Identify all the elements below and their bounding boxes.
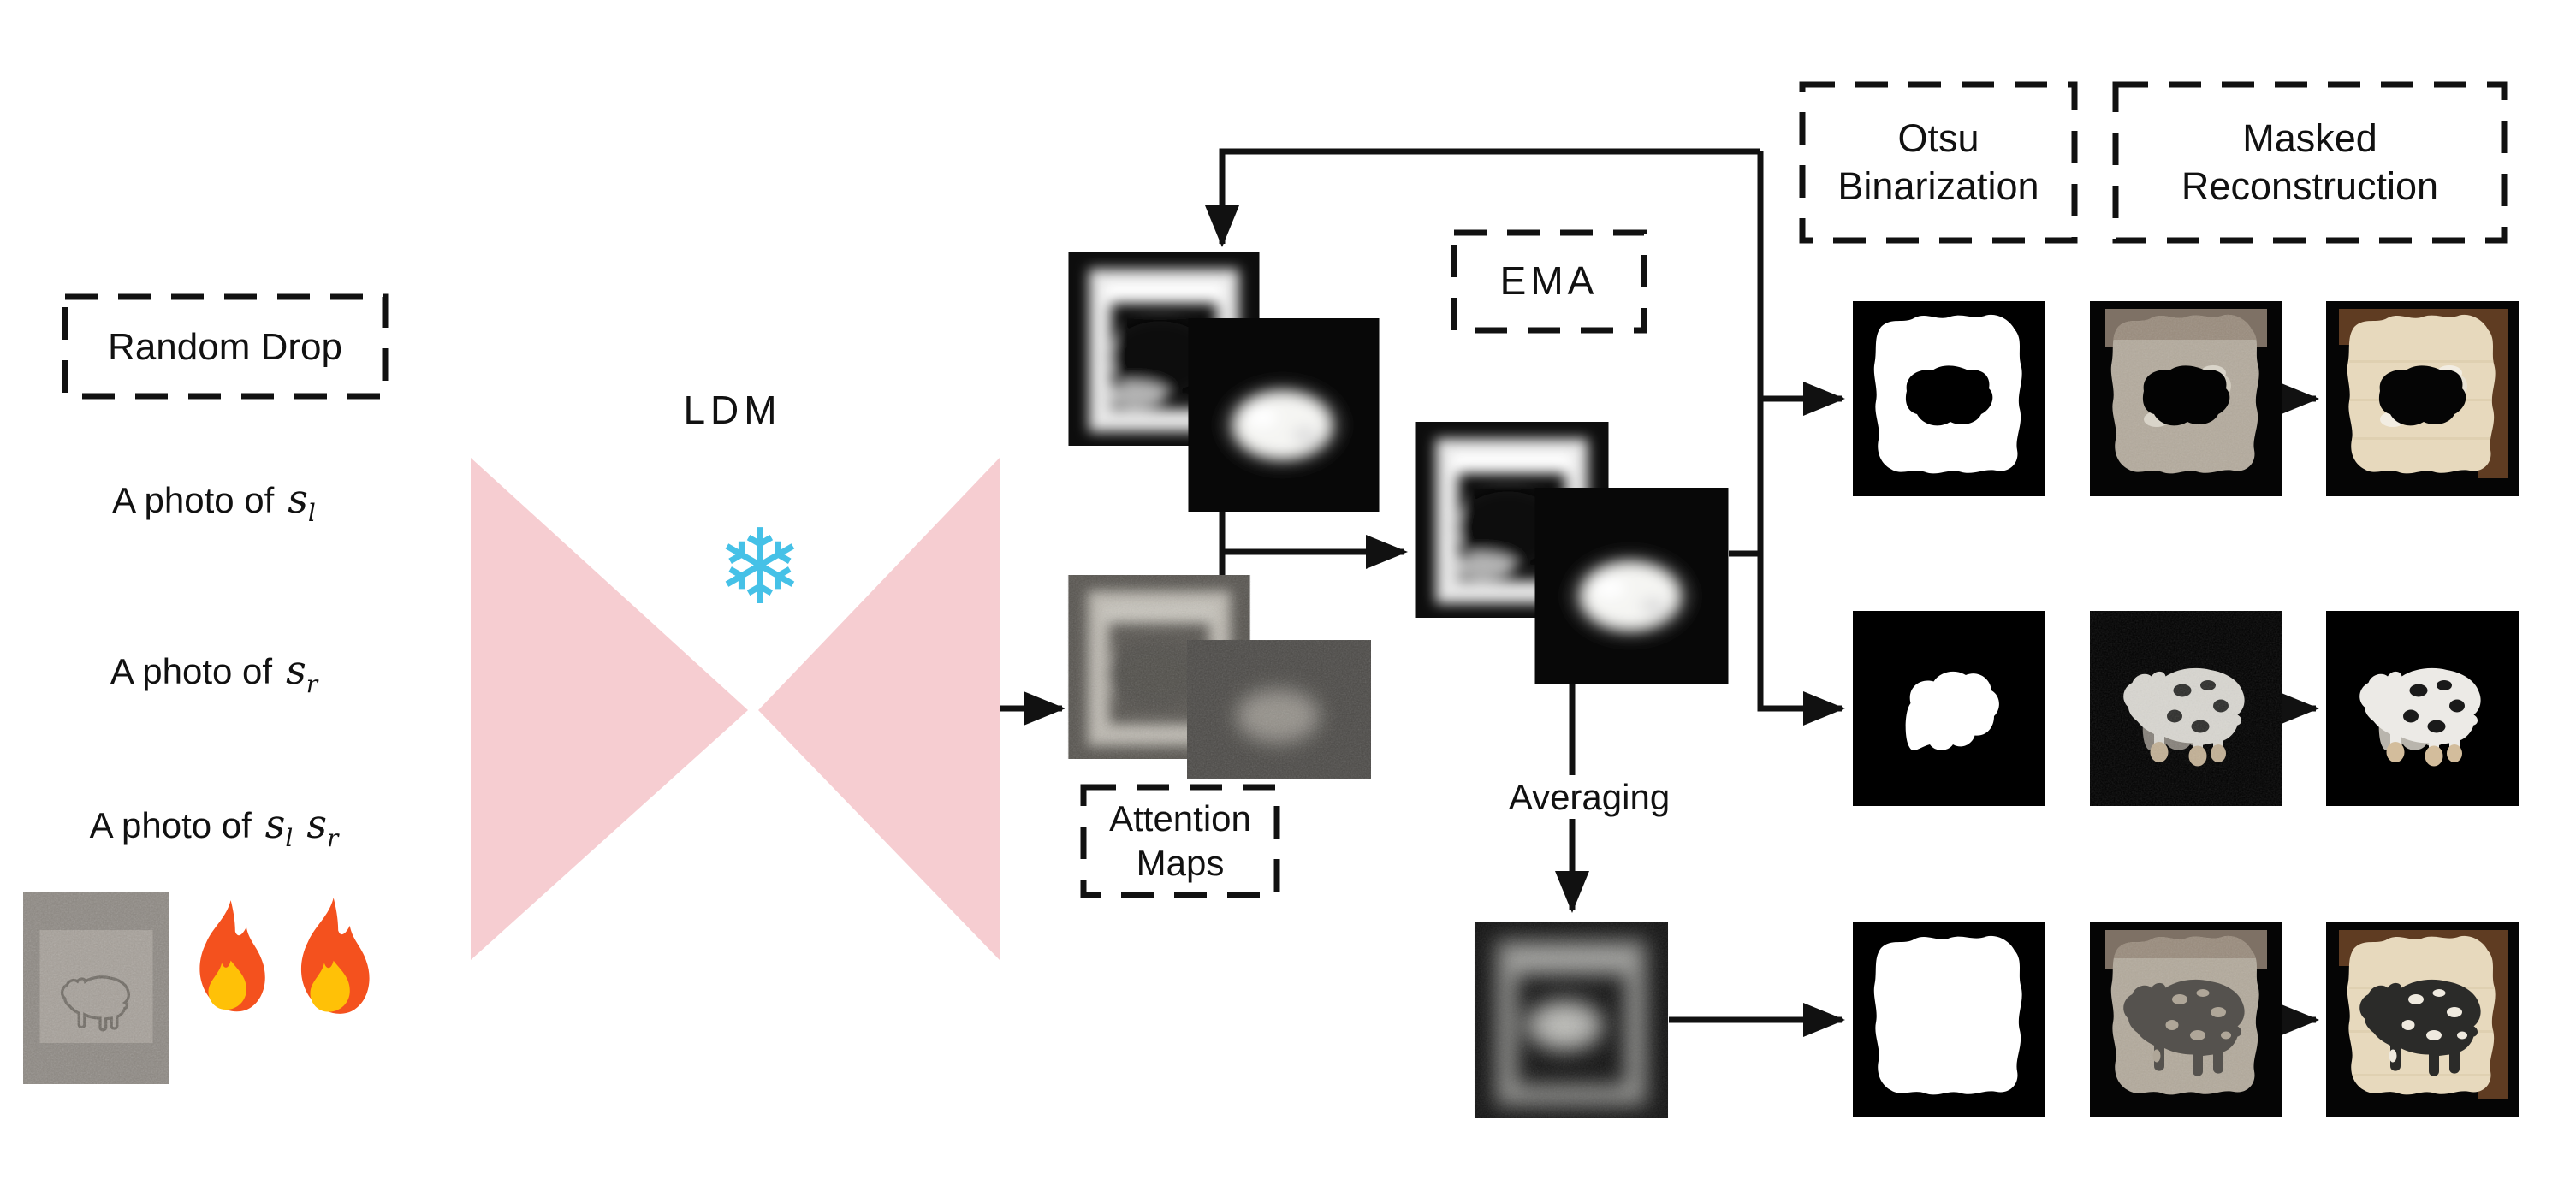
masked-reconstruction-box-border: [2112, 81, 2508, 244]
arrow-lines: [1000, 148, 2319, 1037]
random-drop-label: Random Drop: [108, 325, 342, 368]
reconstruction-row1: [2326, 301, 2519, 496]
prompt-sl: A photo of sl: [0, 476, 428, 528]
attention-map-sr-noisy: [1187, 640, 1371, 779]
stamp-photo-row3: [2090, 922, 2282, 1117]
prompt-sr: A photo of sr: [0, 647, 428, 699]
masked-reconstruction-label: Masked Reconstruction: [2181, 116, 2439, 208]
mask-full-row3: [1853, 922, 2045, 1117]
otsu-binarization-label: Otsu Binarization: [1837, 116, 2039, 208]
attention-maps-label: Attention Maps: [1109, 797, 1251, 884]
mask-background-row1: [1853, 301, 2045, 496]
random-drop-box: Random Drop: [62, 293, 389, 400]
snowflake-icon: ❄: [715, 507, 804, 628]
mask-bear-row2: [1853, 611, 2045, 806]
reconstruction-row2: [2326, 611, 2519, 806]
stamp-reconstruction-row3: [2326, 922, 2519, 1117]
bear-engraving-spots: [2403, 680, 2465, 733]
averaged-attention-map: [1475, 922, 1668, 1118]
attention-maps-box: Attention Maps: [1080, 784, 1280, 898]
math-var-sr2: sr: [306, 801, 339, 853]
ldm-label: LDM: [683, 388, 782, 432]
masked-reconstruction-box: Masked Reconstruction: [2112, 81, 2508, 244]
ldm-bowtie-shape: [471, 458, 1000, 960]
prompt-sr-prefix: A photo of: [110, 651, 273, 691]
bear-feet-tan: [2386, 742, 2462, 767]
masked-photo-row1: [2090, 301, 2282, 496]
ema-box-border: [1451, 229, 1647, 334]
masked-photo-row2: [2090, 611, 2282, 806]
arrow-feedback-loop: [1205, 148, 1760, 247]
arrow-bus-to-row2: [1757, 151, 1845, 726]
math-var-sl: sl: [288, 476, 316, 528]
ema-box: EMA: [1451, 229, 1647, 334]
attention-map-sr: [1188, 318, 1380, 512]
prompt-sl-prefix: A photo of: [112, 480, 275, 520]
otsu-binarization-box: Otsu Binarization: [1799, 81, 2078, 244]
fire-icon: [199, 900, 265, 1012]
averaging-label: Averaging: [1444, 775, 1735, 819]
otsu-box-border: [1799, 81, 2078, 244]
ema-map-sr: [1534, 488, 1729, 684]
random-drop-box-border: [62, 293, 389, 400]
ema-label: EMA: [1499, 258, 1599, 304]
fire-icon: [300, 898, 370, 1014]
math-var-sr: sr: [286, 647, 318, 699]
attention-maps-box-border: [1080, 784, 1280, 898]
prompt-sl-sr-prefix: A photo of: [89, 805, 252, 845]
math-var-sl2: sl: [264, 801, 294, 853]
training-photo-faded-bear: [23, 892, 169, 1084]
